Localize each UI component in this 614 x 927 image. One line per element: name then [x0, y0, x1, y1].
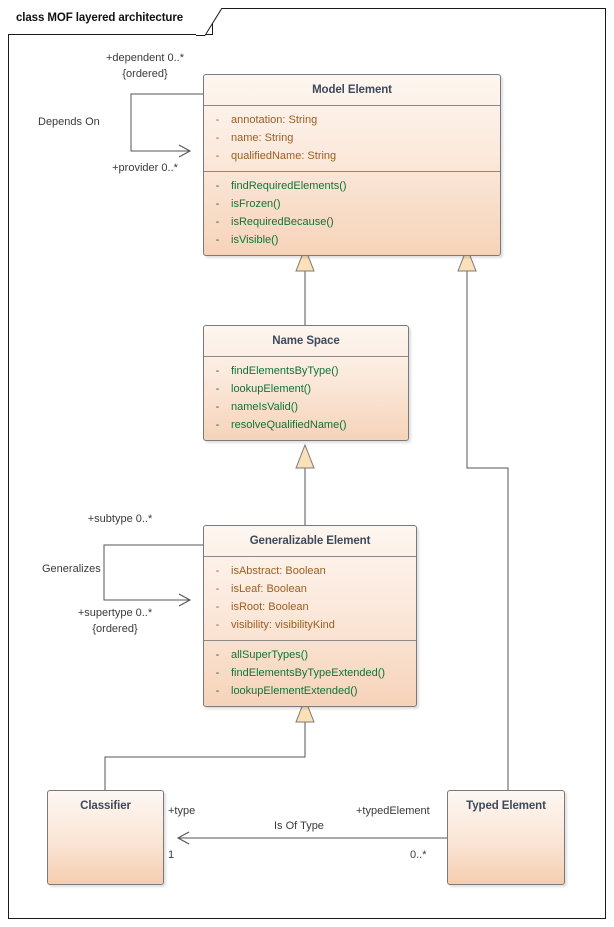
- visibility-marker: -: [215, 216, 220, 228]
- attribute-row: - isRoot: Boolean: [204, 598, 416, 616]
- operation-row: - lookupElementExtended(): [204, 682, 416, 700]
- class-name-model-element: Model Element: [312, 84, 392, 96]
- association-role-provider: +provider 0..*: [112, 162, 178, 174]
- visibility-marker: -: [215, 114, 220, 126]
- operation-row: - allSuperTypes(): [204, 646, 416, 664]
- attribute-label: annotation: String: [231, 114, 318, 126]
- diagram-title-tab: [8, 8, 213, 35]
- attributes-compartment-model-element: - annotation: String - name: String - qu…: [204, 105, 500, 171]
- diagram-title: class MOF layered architecture: [16, 12, 184, 24]
- visibility-marker: -: [215, 150, 220, 162]
- visibility-marker: -: [215, 419, 220, 431]
- attribute-label: isLeaf: Boolean: [231, 583, 307, 595]
- visibility-marker: -: [215, 601, 220, 613]
- class-name-classifier: Classifier: [80, 800, 131, 812]
- visibility-marker: -: [215, 401, 220, 413]
- attribute-row: - annotation: String: [204, 111, 500, 129]
- attributes-compartment-generalizable-element: - isAbstract: Boolean - isLeaf: Boolean …: [204, 556, 416, 640]
- operation-row: - findElementsByType(): [204, 362, 408, 380]
- operation-label: findRequiredElements(): [231, 180, 347, 192]
- association-constraint-dependent: {ordered}: [122, 68, 168, 80]
- association-name-depends-on: Depends On: [38, 116, 100, 128]
- attribute-row: - isLeaf: Boolean: [204, 580, 416, 598]
- operation-label: findElementsByType(): [231, 365, 339, 377]
- class-box-model-element[interactable]: Model Element - annotation: String - nam…: [203, 74, 501, 256]
- association-multiplicity-type: 1: [168, 849, 175, 861]
- visibility-marker: -: [215, 383, 220, 395]
- visibility-marker: -: [215, 198, 220, 210]
- operation-label: lookupElementExtended(): [231, 685, 358, 697]
- attribute-row: - name: String: [204, 129, 500, 147]
- attribute-label: visibility: visibilityKind: [231, 619, 335, 631]
- operation-row: - resolveQualifiedName(): [204, 416, 408, 434]
- operation-label: isVisible(): [231, 234, 279, 246]
- visibility-marker: -: [215, 234, 220, 246]
- visibility-marker: -: [215, 685, 220, 697]
- operation-label: findElementsByTypeExtended(): [231, 667, 386, 679]
- operation-label: isFrozen(): [231, 198, 281, 210]
- class-box-classifier[interactable]: Classifier: [47, 790, 164, 885]
- class-name-generalizable-element: Generalizable Element: [249, 535, 371, 547]
- visibility-marker: -: [215, 619, 220, 631]
- operation-row: - isVisible(): [204, 231, 500, 249]
- operation-label: resolveQualifiedName(): [231, 419, 347, 431]
- attribute-label: name: String: [231, 132, 294, 144]
- attribute-label: qualifiedName: String: [231, 150, 337, 162]
- visibility-marker: -: [215, 583, 220, 595]
- class-name-name-space: Name Space: [272, 335, 340, 347]
- attribute-label: isRoot: Boolean: [231, 601, 309, 613]
- operation-row: - isFrozen(): [204, 195, 500, 213]
- association-role-typedelement: +typedElement: [356, 805, 430, 817]
- operation-row: - findElementsByTypeExtended(): [204, 664, 416, 682]
- association-role-subtype: +subtype 0..*: [87, 513, 153, 525]
- visibility-marker: -: [215, 565, 220, 577]
- association-role-type: +type: [168, 805, 196, 817]
- class-name-typed-element: Typed Element: [466, 800, 546, 812]
- operations-compartment-name-space: - findElementsByType() - lookupElement()…: [204, 356, 408, 440]
- association-role-dependent: +dependent 0..*: [106, 52, 184, 64]
- association-name-generalizes: Generalizes: [42, 563, 101, 575]
- operation-label: allSuperTypes(): [231, 649, 309, 661]
- operations-compartment-generalizable-element: - allSuperTypes() - findElementsByTypeEx…: [204, 640, 416, 706]
- association-role-supertype: +supertype 0..*: [77, 607, 153, 619]
- visibility-marker: -: [215, 180, 220, 192]
- visibility-marker: -: [215, 667, 220, 679]
- visibility-marker: -: [215, 649, 220, 661]
- attribute-label: isAbstract: Boolean: [231, 565, 326, 577]
- operation-row: - nameIsValid(): [204, 398, 408, 416]
- class-box-generalizable-element[interactable]: Generalizable Element - isAbstract: Bool…: [203, 525, 417, 707]
- operation-row: - isRequiredBecause(): [204, 213, 500, 231]
- visibility-marker: -: [215, 132, 220, 144]
- association-name-is-of-type: Is Of Type: [274, 820, 324, 832]
- attribute-row: - qualifiedName: String: [204, 147, 500, 165]
- operation-label: lookupElement(): [231, 383, 312, 395]
- class-box-typed-element[interactable]: Typed Element: [447, 790, 565, 885]
- operation-row: - findRequiredElements(): [204, 177, 500, 195]
- class-box-name-space[interactable]: Name Space - findElementsByType() - look…: [203, 325, 409, 441]
- association-constraint-supertype: {ordered}: [92, 623, 138, 635]
- diagram-title-tab-slant: [196, 8, 222, 36]
- visibility-marker: -: [215, 365, 220, 377]
- operation-label: nameIsValid(): [231, 401, 299, 413]
- attribute-row: - visibility: visibilityKind: [204, 616, 416, 634]
- operations-compartment-model-element: - findRequiredElements() - isFrozen() - …: [204, 171, 500, 255]
- operation-label: isRequiredBecause(): [231, 216, 334, 228]
- attribute-row: - isAbstract: Boolean: [204, 562, 416, 580]
- operation-row: - lookupElement(): [204, 380, 408, 398]
- association-multiplicity-typedelement: 0..*: [410, 849, 427, 861]
